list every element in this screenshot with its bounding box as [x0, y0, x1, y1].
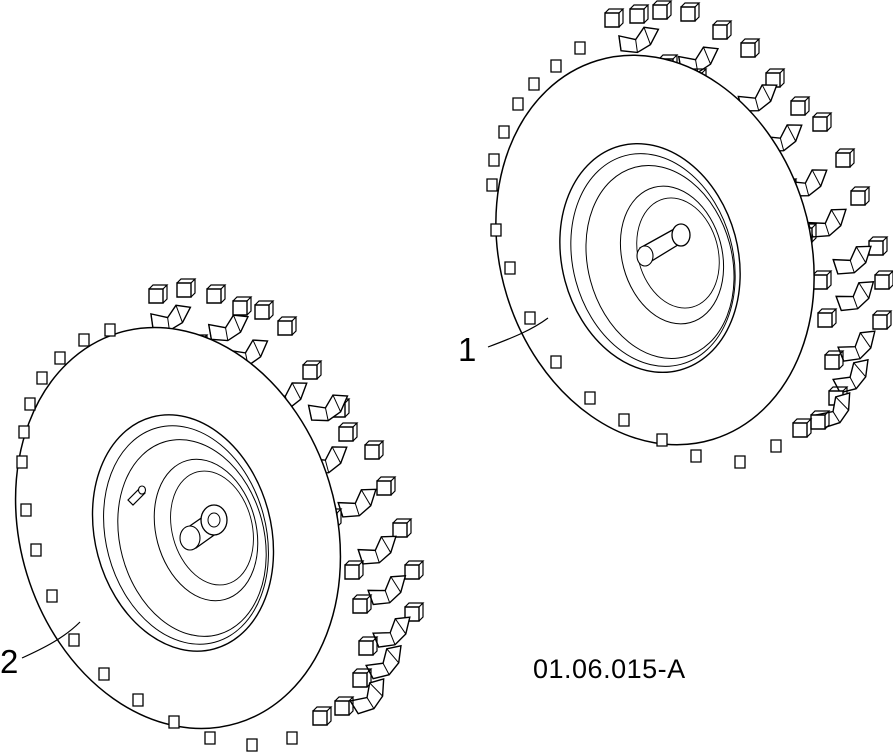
- callout-2-leader: [22, 622, 80, 658]
- wheel-2-tire: [0, 287, 389, 756]
- wheel-1-hub: [637, 224, 690, 266]
- wheel-2-rim: [67, 394, 299, 671]
- callout-label-2: 2: [0, 643, 19, 680]
- callout-label-1: 1: [458, 331, 477, 368]
- wheel-2-valve-stem: [128, 486, 146, 505]
- wheel-2-hub: [180, 505, 227, 550]
- callout-1-leader: [488, 318, 548, 347]
- reference-code: 01.06.015-A: [533, 654, 686, 684]
- wheel-2: [0, 278, 424, 756]
- wheel-1: [486, 0, 893, 469]
